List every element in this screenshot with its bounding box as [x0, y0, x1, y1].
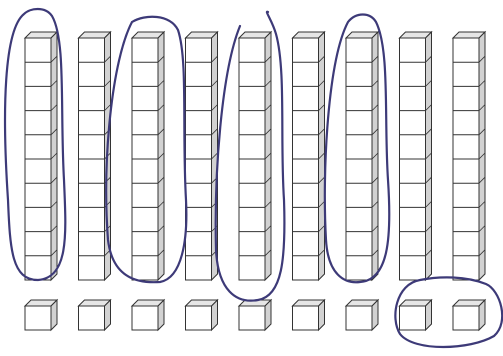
- cube-side-face: [319, 300, 325, 330]
- ten-rod: [132, 32, 164, 280]
- unit-cube: [239, 300, 271, 330]
- ten-rod: [400, 32, 432, 280]
- cube-side-face: [51, 300, 57, 330]
- cube-side-face: [426, 300, 432, 330]
- unit-cube: [132, 300, 164, 330]
- cube-front-face: [293, 306, 319, 330]
- cube-side-face: [265, 300, 271, 330]
- unit-cube: [400, 300, 432, 330]
- cube-side-face: [158, 300, 164, 330]
- unit-cube: [346, 300, 378, 330]
- cube-front-face: [79, 306, 105, 330]
- unit-cube: [293, 300, 325, 330]
- cube-side-face: [212, 300, 218, 330]
- cube-front-face: [25, 306, 51, 330]
- ten-rod: [453, 32, 485, 280]
- cube-side-face: [479, 300, 485, 330]
- cube-side-face: [105, 300, 111, 330]
- cube-front-face: [186, 306, 212, 330]
- cube-front-face: [346, 306, 372, 330]
- cube-front-face: [239, 306, 265, 330]
- cube-side-face: [372, 300, 378, 330]
- cube-front-face: [453, 306, 479, 330]
- unit-cube: [79, 300, 111, 330]
- cube-front-face: [132, 306, 158, 330]
- unit-cube: [453, 300, 485, 330]
- cube-front-face: [400, 306, 426, 330]
- ten-rod: [25, 32, 57, 280]
- ten-rod: [346, 32, 378, 280]
- ten-rod: [79, 32, 111, 280]
- ten-rod: [186, 32, 218, 280]
- ten-rod: [293, 32, 325, 280]
- unit-cube: [186, 300, 218, 330]
- ten-rod: [239, 32, 271, 280]
- unit-cube: [25, 300, 57, 330]
